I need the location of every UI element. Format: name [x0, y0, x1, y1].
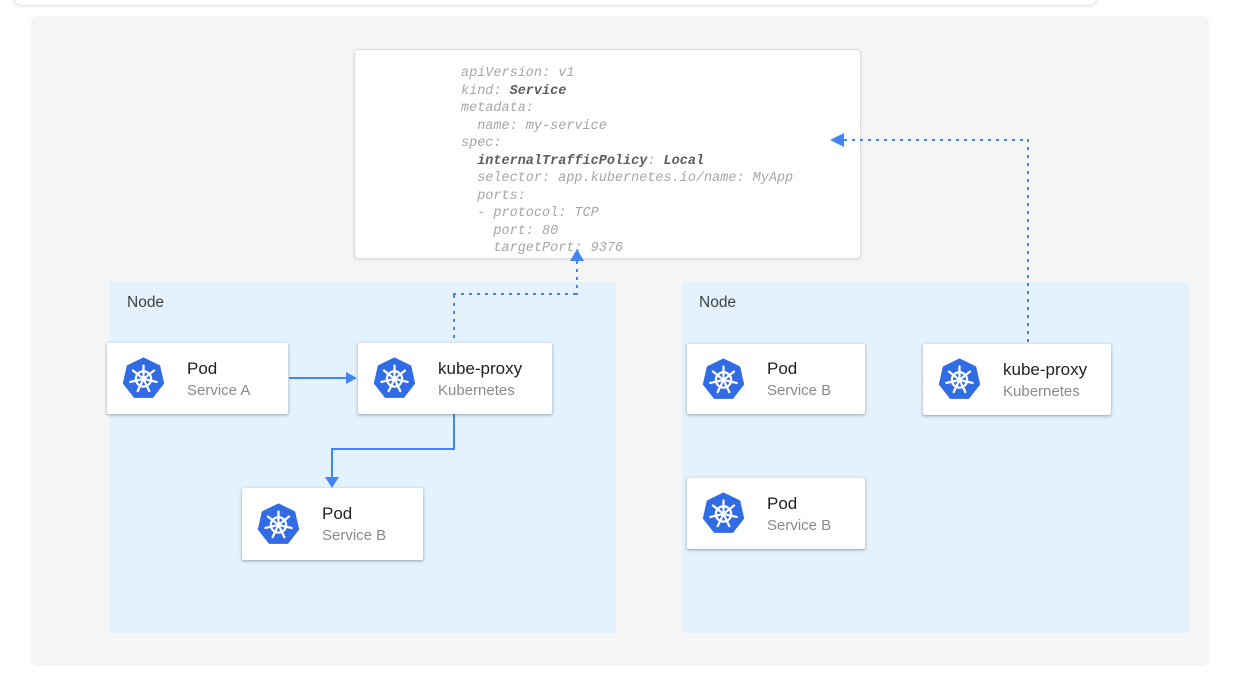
dotted-right-kubeproxy-up: [1027, 139, 1029, 344]
dotted-left-kubeproxy-up: [453, 295, 455, 343]
card-subtitle: Service B: [767, 382, 832, 399]
yaml-line: internalTrafficPolicy: Local: [461, 153, 860, 171]
card-title: Pod: [767, 493, 798, 513]
yaml-text: port: 80: [461, 223, 559, 239]
card-title: kube-proxy: [1003, 359, 1088, 379]
yaml-text: ports:: [461, 188, 526, 204]
node-box-left: Node: [110, 282, 616, 633]
card-subtitle: Kubernetes: [438, 381, 515, 399]
kubernetes-icon: [122, 357, 165, 398]
dotted-right-across: [844, 139, 1029, 141]
arrow-kubeproxy-down: [453, 414, 455, 450]
yaml-text: apiVersion: v1: [461, 66, 575, 81]
card-title: kube-proxy: [438, 358, 523, 378]
yaml-line: kind: Service: [461, 83, 860, 101]
arrowhead-down-icon: [325, 477, 339, 488]
kubernetes-icon: [257, 502, 300, 544]
arrowhead-left-icon: [830, 133, 844, 147]
yaml-line: ports:: [461, 188, 860, 206]
yaml-text: targetPort: 9376: [461, 241, 624, 256]
arrow-pod-to-kubeproxy: [289, 377, 347, 379]
yaml-line: selector: app.kubernetes.io/name: MyApp: [461, 170, 860, 188]
dotted-left-across: [453, 293, 578, 295]
card-subtitle: Service A: [187, 381, 251, 399]
yaml-text-bold: Service: [509, 83, 567, 99]
yaml-line: targetPort: 9376: [461, 240, 860, 258]
arrow-kubeproxy-across: [331, 448, 455, 450]
arrowhead-right-icon: [346, 372, 357, 384]
card-subtitle: Service B: [322, 527, 387, 544]
yaml-line: port: 80: [461, 223, 860, 241]
yaml-text: [461, 154, 477, 169]
arrowhead-up-icon: [570, 249, 584, 261]
card-title: Pod: [322, 504, 353, 523]
card-subtitle: Kubernetes: [1003, 382, 1080, 400]
yaml-text: name: my-service: [461, 118, 607, 134]
yaml-text: - protocol: TCP: [461, 206, 599, 221]
node-label: Node: [699, 294, 737, 311]
kubernetes-icon: [938, 358, 981, 399]
yaml-text: :: [647, 153, 664, 169]
arrow-to-pod-b: [331, 448, 333, 478]
yaml-text: kind:: [461, 83, 510, 99]
yaml-text: selector: app.kubernetes.io/name: MyApp: [461, 171, 794, 186]
yaml-line: metadata:: [461, 100, 860, 118]
kubernetes-icon: [702, 492, 745, 533]
top-card-edge: [12, 0, 1098, 6]
yaml-text-bold: internalTrafficPolicy: [477, 153, 648, 169]
yaml-line: - protocol: TCP: [461, 205, 860, 223]
kubernetes-icon: [373, 357, 416, 398]
yaml-line: apiVersion: v1: [461, 65, 860, 83]
card-title: Pod: [767, 359, 798, 378]
yaml-line: name: my-service: [461, 118, 860, 136]
dotted-left-to-yaml: [576, 261, 578, 295]
yaml-line: spec:: [461, 135, 860, 153]
kubernetes-icon: [702, 357, 745, 399]
yaml-text: metadata:: [461, 101, 534, 116]
card-subtitle: Service B: [767, 516, 832, 534]
node-box-right: Node: [682, 282, 1189, 633]
card-title: Pod: [187, 358, 218, 378]
yaml-text-bold: Local: [663, 153, 705, 169]
node-label: Node: [127, 294, 165, 311]
yaml-text: spec:: [461, 136, 502, 151]
